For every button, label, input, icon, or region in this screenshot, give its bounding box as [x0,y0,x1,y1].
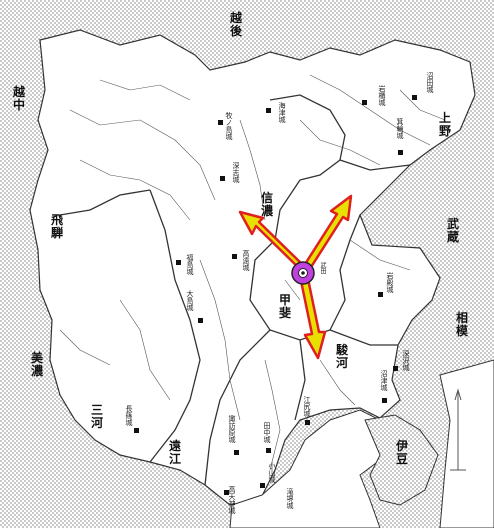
castle-minowa-marker [398,150,403,155]
province-izu: 伊豆 [395,439,408,466]
province-boundaries [59,94,411,486]
castle-makinoshima-marker [218,120,223,125]
castle-fukasawa: 深沢城 [402,350,410,371]
castle-fukasawa-marker [393,366,398,371]
castle-koyama: 小山城 [268,462,276,483]
castle-iwabitsu: 岩櫃城 [378,85,386,106]
castle-makinoshima: 牧ノ島城 [225,112,233,140]
castle-numazu: 沼津城 [380,370,388,391]
castle-minowa: 箕輪城 [396,118,404,139]
castle-takeda: 武田 [319,262,326,274]
castle-kaizu-marker [266,108,271,113]
province-echigo: 越後 [229,11,242,38]
castle-numata: 沼田城 [426,72,434,93]
castle-tanaka-marker [266,448,271,453]
arrow-northwest-icon [238,210,308,274]
castle-iwabitsu-marker [362,100,367,105]
castle-takizakai: 滝堺城 [286,488,294,509]
castle-iwadono-marker [378,292,383,297]
arrow-south-icon [298,272,327,360]
province-suruga: 駿河 [335,343,348,370]
castle-takatenjin: 高天神城 [228,486,236,514]
province-kozuke: 上野 [438,111,451,138]
castle-fukushima-marker [176,260,181,265]
province-totomi: 遠江 [168,439,181,466]
castle-ejiri-marker [305,420,310,425]
castle-koyama-marker [260,483,265,488]
castle-oshima: 大島城 [186,290,194,311]
castle-fukashi: 深志城 [232,162,240,183]
castle-numazu-marker [382,398,387,403]
province-mino: 美濃 [30,351,43,378]
castle-tanaka: 田中城 [263,422,271,443]
province-kai: 甲斐 [278,293,291,320]
province-musashi: 武蔵 [446,217,459,244]
castle-takato-marker [232,254,237,259]
rivers [59,74,446,471]
castle-kaizu: 海津城 [278,102,286,123]
right-sea [439,359,494,528]
castle-fukushima: 福島城 [186,254,194,275]
castle-oshima-marker [198,318,203,323]
castle-iwadono: 岩殿城 [386,272,394,293]
castle-ejiri: 江尻城 [303,396,311,417]
province-hida: 飛騨 [50,213,63,240]
north-arrow-icon [450,388,466,471]
castle-suwahara-marker [234,450,239,455]
castle-nagashino: 長篠城 [125,405,133,426]
advance-arrows [238,194,353,360]
sea [229,409,393,528]
takeda-hq-icon [291,261,315,285]
castle-fukashi-marker [220,176,225,181]
arrow-northeast-icon [298,194,353,277]
province-etchu: 越中 [12,85,25,112]
castle-takatenjin-marker [224,490,229,495]
province-shinano: 信濃 [260,191,273,218]
izu-peninsula [364,414,439,506]
province-mikawa: 三河 [90,403,103,430]
castle-nagashino-marker [134,428,139,433]
castle-takato: 高遠城 [242,250,250,271]
takeda-territory [29,29,476,506]
castle-numata-marker [412,95,417,100]
castle-suwahara: 諏訪原城 [228,415,236,443]
province-sagami: 相模 [455,311,468,338]
